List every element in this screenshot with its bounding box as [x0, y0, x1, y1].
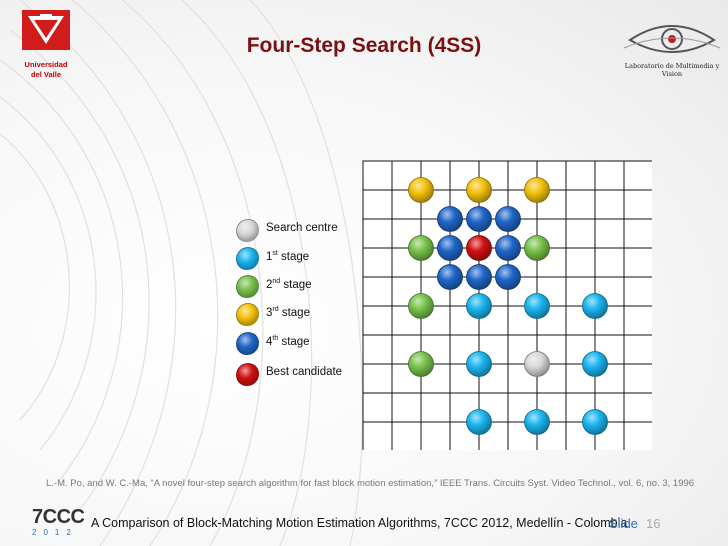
slide-label: Slide [609, 516, 638, 531]
search-point-stage4 [495, 264, 521, 290]
search-point-stage1 [466, 409, 492, 435]
conference-logo: 7CCC 2012 [32, 506, 85, 537]
search-point-best-candidate [466, 235, 492, 261]
search-point-stage1 [582, 351, 608, 377]
university-emblem-icon [22, 10, 70, 50]
legend-label: 1st stage [266, 250, 310, 263]
conference-logo-text: 7CCC [32, 506, 85, 528]
lab-name: Laboratorio de Multimedia y Vision [624, 62, 720, 78]
slide-number: 16 [646, 516, 661, 531]
search-point-stage4 [466, 264, 492, 290]
search-point-stage1 [466, 351, 492, 377]
legend-label: 3rd stage [266, 306, 310, 319]
search-point-stage4 [495, 206, 521, 232]
legend-label: Best candidate [266, 366, 343, 378]
search-point-stage4 [437, 206, 463, 232]
search-point-stage3 [408, 177, 434, 203]
legend-ball-stage3 [236, 303, 259, 326]
university-name-line1: Universidad [24, 60, 68, 69]
conference-logo-year: 2012 [32, 528, 78, 537]
search-point-stage2 [524, 235, 550, 261]
legend-label: Search centre [266, 222, 338, 234]
search-point-stage2 [408, 351, 434, 377]
legend-label: 4th stage [266, 335, 310, 348]
legend-ball-best-candidate [236, 363, 259, 386]
legend-ball-search-centre [236, 219, 259, 242]
search-point-stage1 [582, 409, 608, 435]
search-point-search-centre [524, 351, 550, 377]
university-name-line2: del Valle [30, 70, 62, 79]
search-point-stage2 [408, 235, 434, 261]
eye-logo-icon [623, 25, 721, 53]
legend-ball-stage1 [236, 247, 259, 270]
search-point-stage1 [582, 293, 608, 319]
search-point-stage1 [524, 293, 550, 319]
legend-label: 2nd stage [266, 278, 312, 291]
reference-citation: L.-M. Po, and W. C.-Ma, “A novel four-st… [46, 478, 695, 489]
search-point-stage4 [466, 206, 492, 232]
lab-logo: Laboratorio de Multimedia y Vision [622, 18, 722, 78]
search-point-stage3 [466, 177, 492, 203]
search-grid [362, 160, 652, 450]
university-logo: Universidad del Valle [14, 8, 78, 79]
search-point-stage3 [524, 177, 550, 203]
slide-title: Four-Step Search (4SS) [246, 34, 482, 57]
search-point-stage1 [466, 293, 492, 319]
search-point-stage4 [437, 264, 463, 290]
search-point-stage4 [495, 235, 521, 261]
legend-ball-stage2 [236, 275, 259, 298]
legend-ball-stage4 [236, 332, 259, 355]
search-point-stage2 [408, 293, 434, 319]
search-point-stage4 [437, 235, 463, 261]
footer-text: A Comparison of Block-Matching Motion Es… [91, 516, 628, 530]
search-point-stage1 [524, 409, 550, 435]
